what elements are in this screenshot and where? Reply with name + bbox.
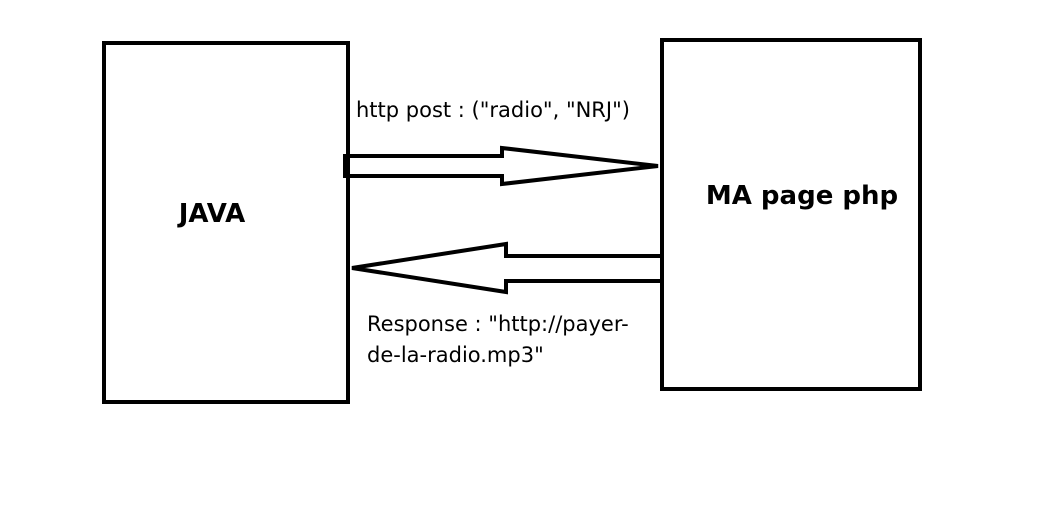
request-arrow bbox=[343, 145, 659, 187]
java-box-label: JAVA bbox=[177, 199, 246, 229]
java-box bbox=[102, 41, 350, 404]
response-arrow bbox=[351, 241, 660, 295]
response-arrow-label-line2: de-la-radio.mp3" bbox=[367, 343, 544, 367]
request-arrow-label: http post : ("radio", "NRJ") bbox=[356, 98, 630, 122]
php-box-label: MA page php bbox=[706, 181, 898, 211]
response-arrow-label-line1: Response : "http://payer- bbox=[367, 312, 629, 336]
php-box bbox=[660, 38, 922, 391]
